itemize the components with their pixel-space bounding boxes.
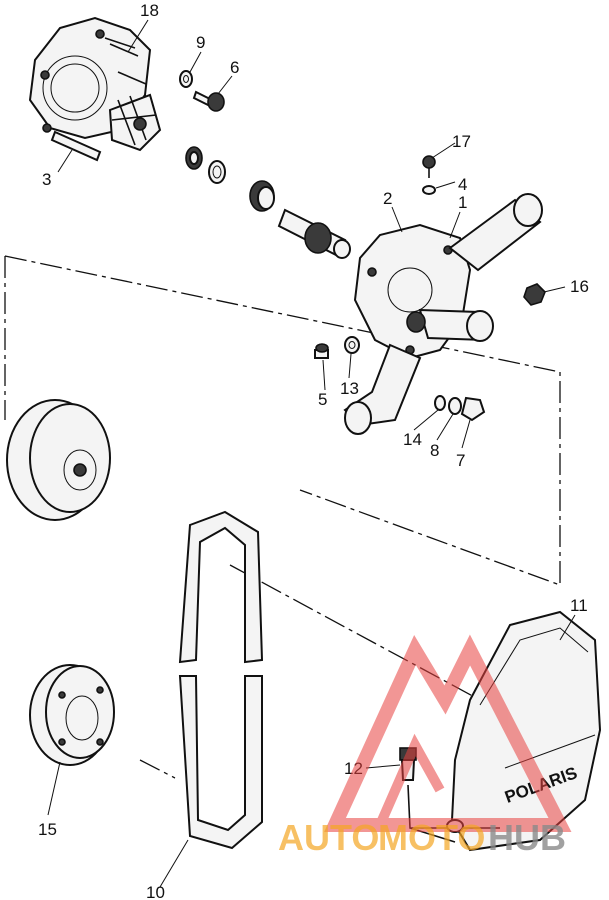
callout-5: 5 bbox=[318, 390, 327, 409]
callout-15: 15 bbox=[38, 820, 57, 839]
callout-17: 17 bbox=[452, 132, 471, 151]
washer-8 bbox=[448, 397, 462, 415]
side-outlet bbox=[406, 308, 494, 342]
washer bbox=[179, 70, 193, 88]
watermark-logo bbox=[324, 634, 572, 832]
inlet-elbow bbox=[343, 343, 422, 435]
watermark-triangle-icon bbox=[324, 634, 572, 832]
callout-2: 2 bbox=[383, 189, 392, 208]
callout-8: 8 bbox=[430, 441, 439, 460]
callout-9: 9 bbox=[196, 33, 205, 52]
callout-11: 11 bbox=[570, 596, 588, 615]
outlet-pipe bbox=[448, 193, 543, 272]
nut bbox=[523, 283, 546, 306]
washer-14 bbox=[434, 395, 446, 411]
bearing bbox=[249, 180, 275, 212]
washer-13 bbox=[344, 336, 360, 354]
nut-7 bbox=[460, 396, 486, 422]
seal-rings bbox=[185, 146, 226, 184]
callout-10: 10 bbox=[146, 883, 165, 900]
bolt bbox=[192, 90, 225, 112]
watermark-text-auto: AUTO bbox=[278, 817, 379, 858]
drive-pulley bbox=[6, 399, 111, 521]
driven-pulley bbox=[29, 664, 115, 766]
callout-14: 14 bbox=[403, 430, 422, 449]
callouts: 18 9 6 3 17 4 2 1 16 5 13 14 8 7 11 12 1… bbox=[38, 1, 589, 900]
impeller bbox=[108, 93, 162, 152]
drive-belt bbox=[178, 510, 264, 850]
sealing-washer bbox=[422, 185, 436, 195]
callout-6: 6 bbox=[230, 58, 239, 77]
callout-16: 16 bbox=[570, 277, 589, 296]
leader-lines bbox=[47, 19, 576, 888]
callout-7: 7 bbox=[456, 451, 465, 470]
callout-4: 4 bbox=[458, 175, 467, 194]
belt-cover bbox=[450, 610, 602, 852]
screw bbox=[314, 343, 329, 359]
callout-1: 1 bbox=[458, 193, 467, 212]
callout-18: 18 bbox=[140, 1, 159, 20]
pump-shaft bbox=[277, 208, 351, 259]
watermark-text-moto: MOTO bbox=[378, 817, 485, 858]
bleed-screw bbox=[422, 155, 436, 178]
stud-bolt bbox=[50, 130, 102, 162]
watermark-text-hub: HUB bbox=[488, 817, 566, 858]
callout-3: 3 bbox=[42, 170, 51, 189]
callout-13: 13 bbox=[340, 379, 359, 398]
